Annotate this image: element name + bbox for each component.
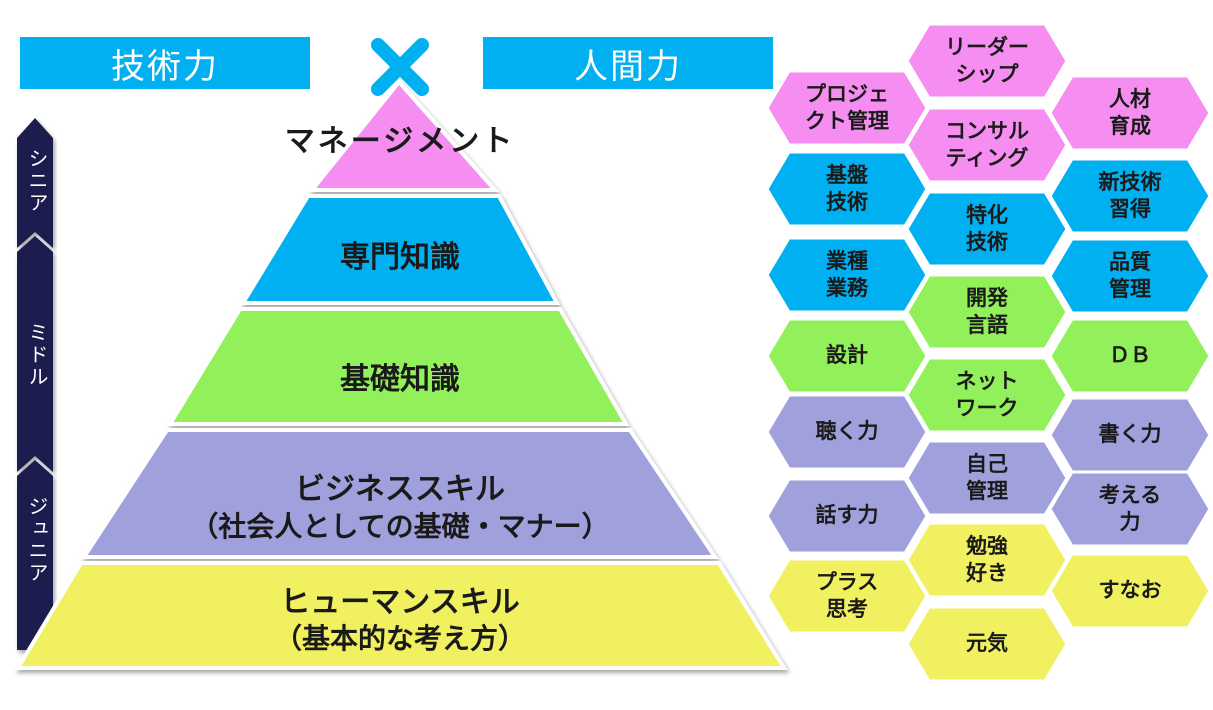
business-skill-sub-label: （社会人としての基礎・マナー） <box>190 510 610 543</box>
skill-label-network: ネット ワーク <box>955 368 1019 420</box>
level-axis-junior <box>17 460 53 650</box>
skill-hex-listen <box>765 393 929 471</box>
skill-hex-energy <box>905 605 1069 683</box>
skill-hex-infra <box>765 150 929 228</box>
skill-label-design: 設計 <box>826 343 868 368</box>
skill-label-hr-dev: 人材 育成 <box>1109 86 1151 138</box>
level-axis-senior <box>17 118 53 248</box>
skill-label-quality: 品質 管理 <box>1109 249 1151 301</box>
business-skill-label: ビジネススキル <box>295 472 505 507</box>
skill-hex-new-tech <box>1048 157 1212 235</box>
skill-label-speak: 話す力 <box>815 503 879 528</box>
skill-label-self-mgmt: 自己 管理 <box>966 451 1008 503</box>
management-label: マネージメント <box>284 124 516 159</box>
skill-label-think: 考える 力 <box>1098 482 1162 534</box>
skill-label-db: ＤＢ <box>1109 343 1151 368</box>
skill-label-project-mgmt: プロジェ クト管理 <box>805 81 889 133</box>
specialist-knowledge-label: 専門知識 <box>340 240 460 275</box>
human-skill-sub-label: （基本的な考え方） <box>273 622 526 655</box>
skill-label-honest: すなお <box>1098 578 1162 603</box>
skill-hex-industry <box>765 236 929 314</box>
skill-label-consulting: コンサル ティング <box>945 118 1029 170</box>
skill-hex-leadership <box>905 22 1069 100</box>
skill-hex-honest <box>1048 552 1212 630</box>
pyramid-human-skill <box>14 561 788 670</box>
level-junior-label: ジュニア <box>25 496 49 584</box>
skill-hex-hr-dev <box>1048 74 1212 152</box>
level-middle-label: ミドル <box>25 322 49 388</box>
skill-label-leadership: リーダー シップ <box>945 34 1029 86</box>
skill-hex-network <box>905 356 1069 434</box>
level-senior-label: シニア <box>25 148 49 214</box>
skill-hex-quality <box>1048 237 1212 315</box>
pyramid-management <box>307 78 500 192</box>
skill-label-new-tech: 新技術 習得 <box>1098 169 1162 221</box>
basic-knowledge-label: 基礎知識 <box>340 362 460 397</box>
skill-label-write: 書く力 <box>1098 422 1162 447</box>
skill-label-infra: 基盤 技術 <box>826 162 868 214</box>
skill-hex-project-mgmt <box>765 69 929 147</box>
pyramid-basic <box>166 307 630 426</box>
skill-label-energy: 元気 <box>966 631 1008 656</box>
pyramid-business <box>80 428 719 559</box>
pyramid-specialist <box>239 194 561 305</box>
skill-hex-special-tech <box>905 190 1069 268</box>
skill-label-special-tech: 特化 技術 <box>966 202 1008 254</box>
skill-label-dev-lang: 開発 言語 <box>966 285 1008 337</box>
human-skill-header: 人間力 <box>483 37 773 89</box>
level-axis-middle <box>17 236 53 472</box>
skill-hex-think <box>1048 470 1212 548</box>
skill-hex-db <box>1048 317 1212 395</box>
human-skill-label: ヒューマンスキル <box>280 585 520 620</box>
skill-label-study: 勉強 好き <box>966 533 1008 585</box>
skill-label-industry: 業種 業務 <box>826 248 868 300</box>
skill-label-listen: 聴く力 <box>815 419 879 444</box>
skill-label-positive: プラス 思考 <box>815 569 879 621</box>
skill-hex-positive <box>765 557 929 635</box>
technical-skill-label: 技術力 <box>111 46 219 87</box>
technical-skill-header: 技術力 <box>20 37 310 89</box>
skill-hex-dev-lang <box>905 273 1069 351</box>
cross-icon <box>371 38 429 96</box>
skill-hex-speak <box>765 477 929 555</box>
skill-hex-design <box>765 317 929 395</box>
skill-hex-consulting <box>905 106 1069 184</box>
human-skill-label: 人間力 <box>574 46 682 87</box>
